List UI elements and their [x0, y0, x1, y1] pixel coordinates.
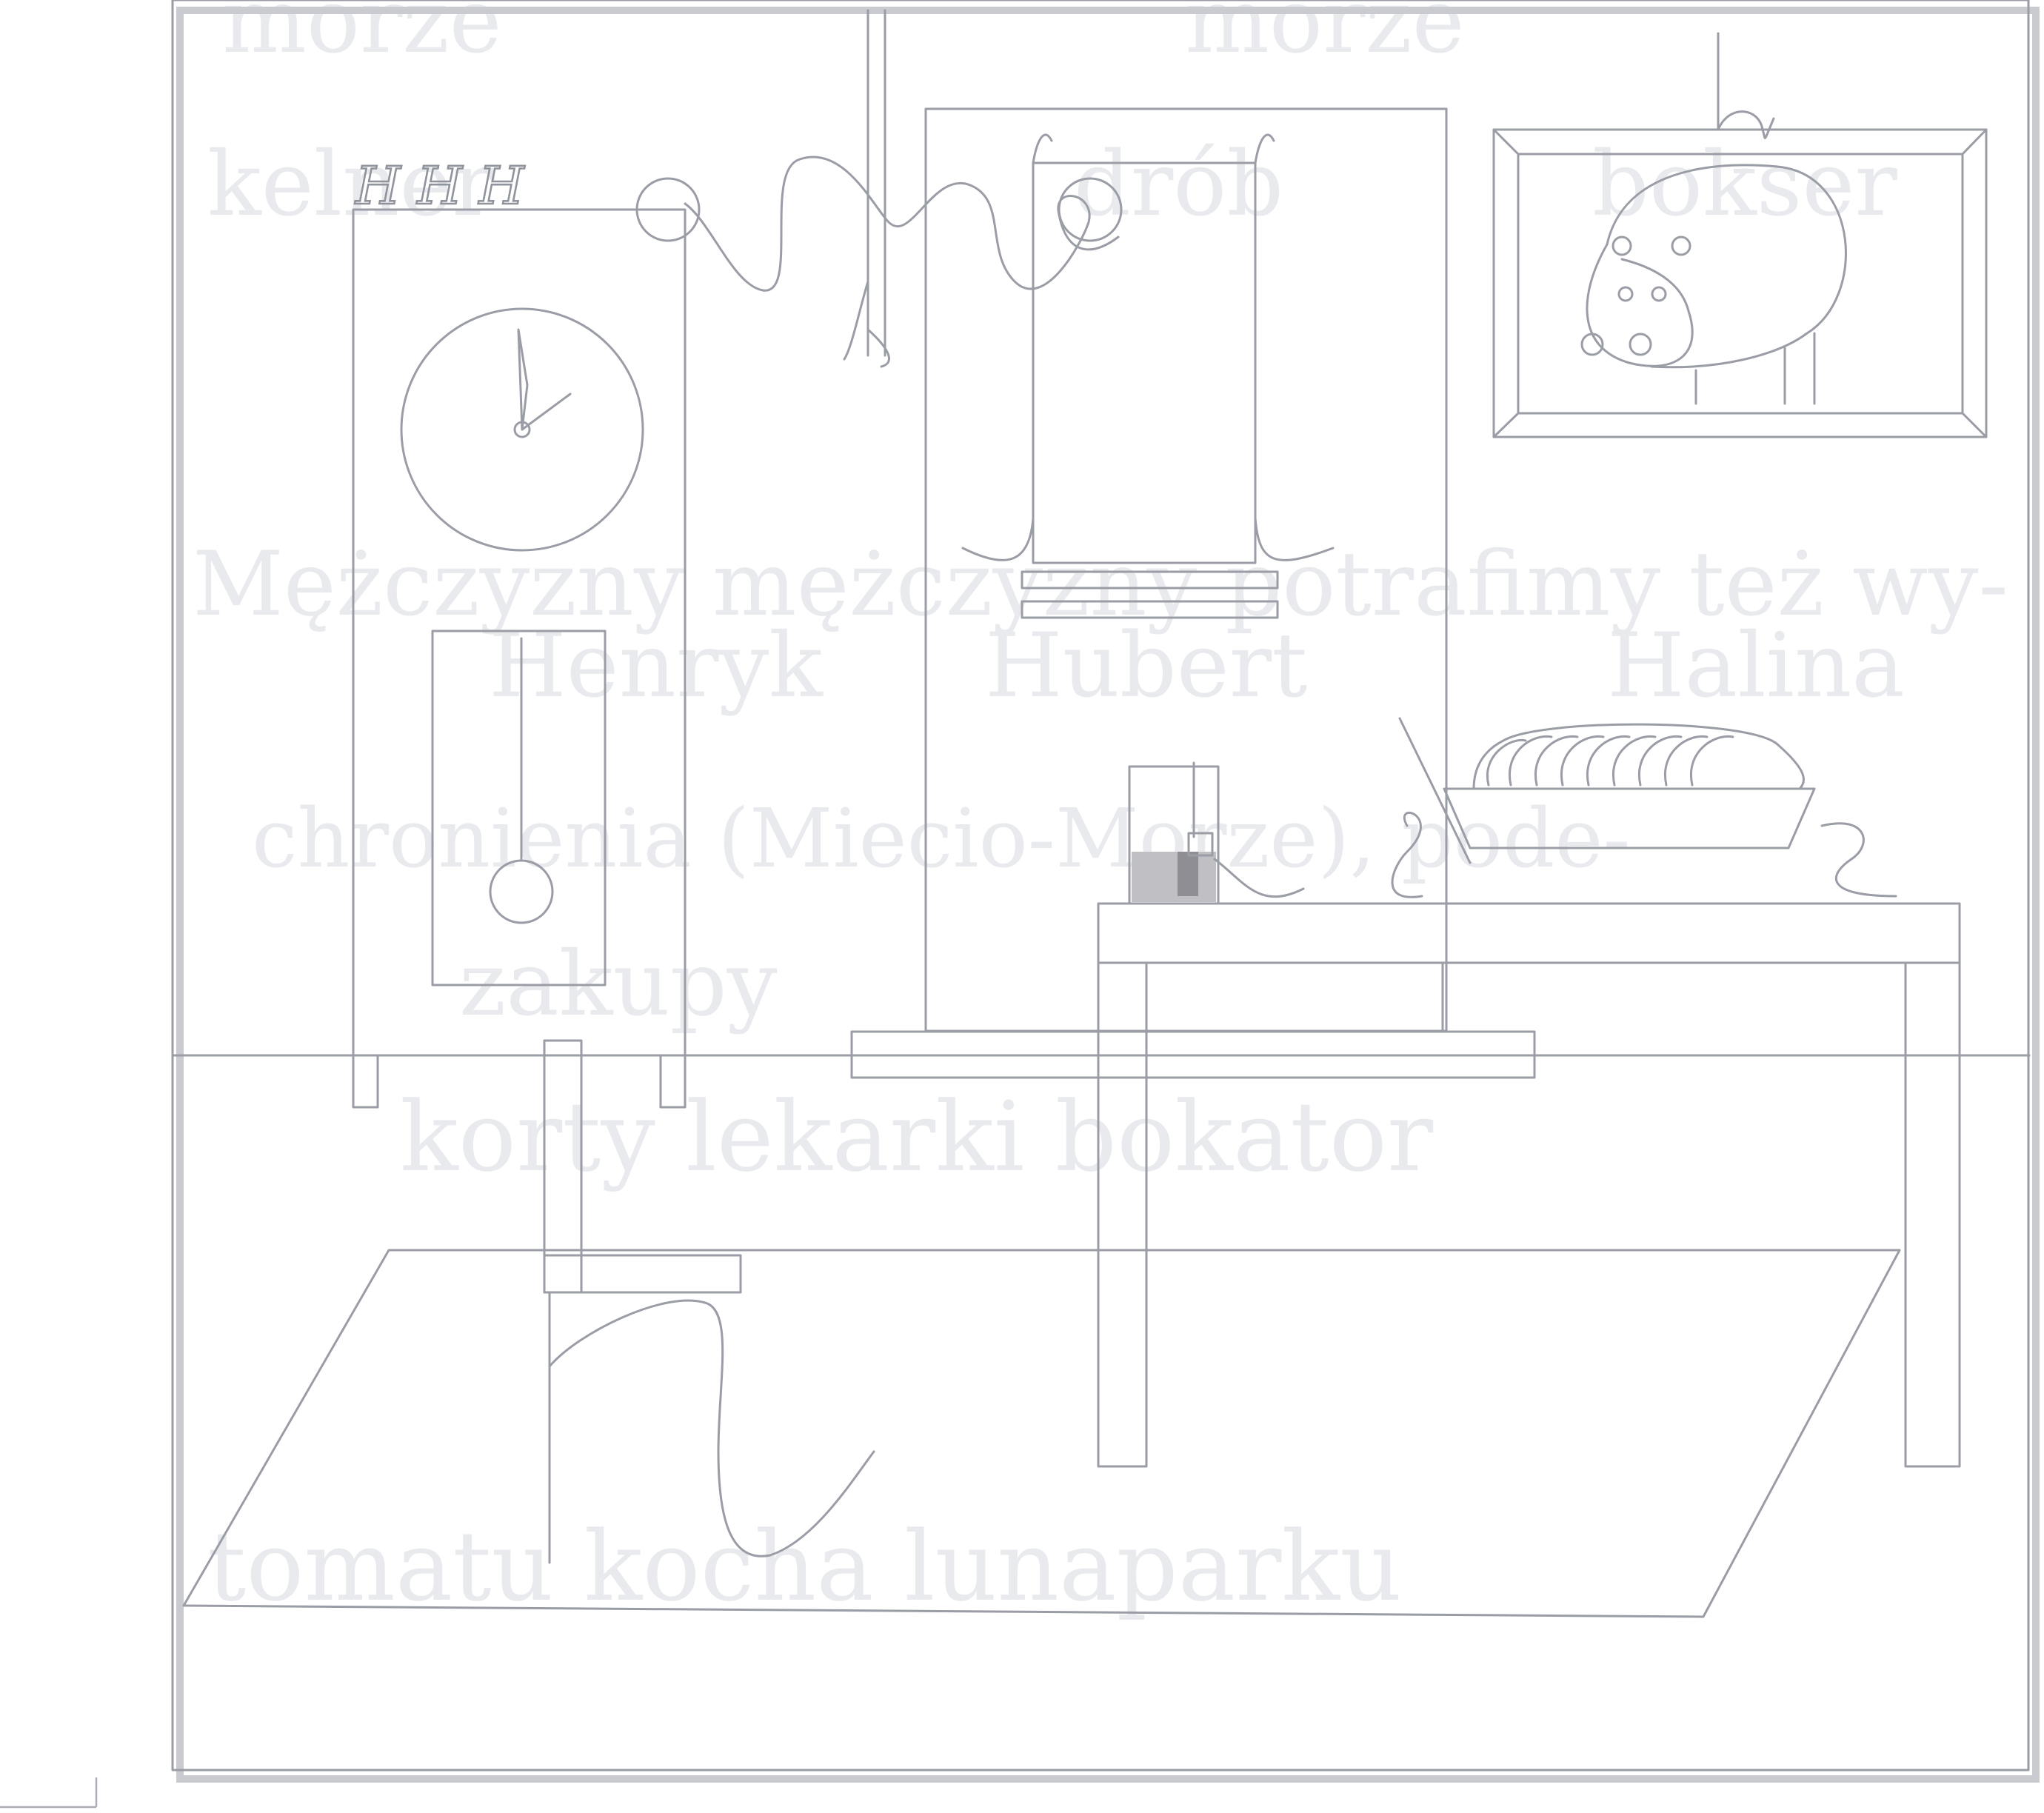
grandfather-clock-icon: H H H [352, 155, 687, 1109]
rug-icon [182, 1249, 1901, 1618]
wardrobe-base [850, 1030, 1536, 1079]
ghost-word: kelner [207, 133, 495, 236]
mirror [1032, 161, 1257, 564]
pendulum-case [431, 630, 607, 986]
ghost-word: Halina [1607, 615, 1905, 718]
bread-slices [1486, 735, 1734, 787]
bread-basket-icon [1391, 717, 1897, 898]
chair-icon [543, 1039, 742, 1564]
ghost-word: tomatu kocha lunaparku [207, 1510, 1402, 1623]
clock-cursive-label: H H H [354, 156, 526, 216]
hippo-picture-icon [1492, 32, 1988, 438]
ghost-word: Mężczyzny mężczyzny potrafimy też wy- [193, 533, 2008, 636]
ghost-word: korty lekarki bokator [400, 1081, 1434, 1193]
ghost-word: chronienia (Miecio-Morze), pode- [252, 791, 1631, 886]
cursive-tracing-line [684, 156, 1120, 292]
clock-face [400, 307, 644, 552]
ghost-word: drób [1074, 133, 1283, 236]
hanger-icon [843, 9, 890, 368]
ghost-word: Hubert [985, 615, 1307, 718]
rug-cursive-letter [548, 1299, 875, 1557]
pendulum-bob [489, 859, 554, 924]
table-icon [1097, 902, 1961, 1468]
glass-icon [1128, 761, 1305, 905]
ghost-word: bokser [1592, 133, 1897, 236]
wardrobe-icon [850, 107, 1536, 1079]
ghost-text-layer: morze morze bokser drób kelner Mężczyzny… [193, 0, 2008, 1623]
